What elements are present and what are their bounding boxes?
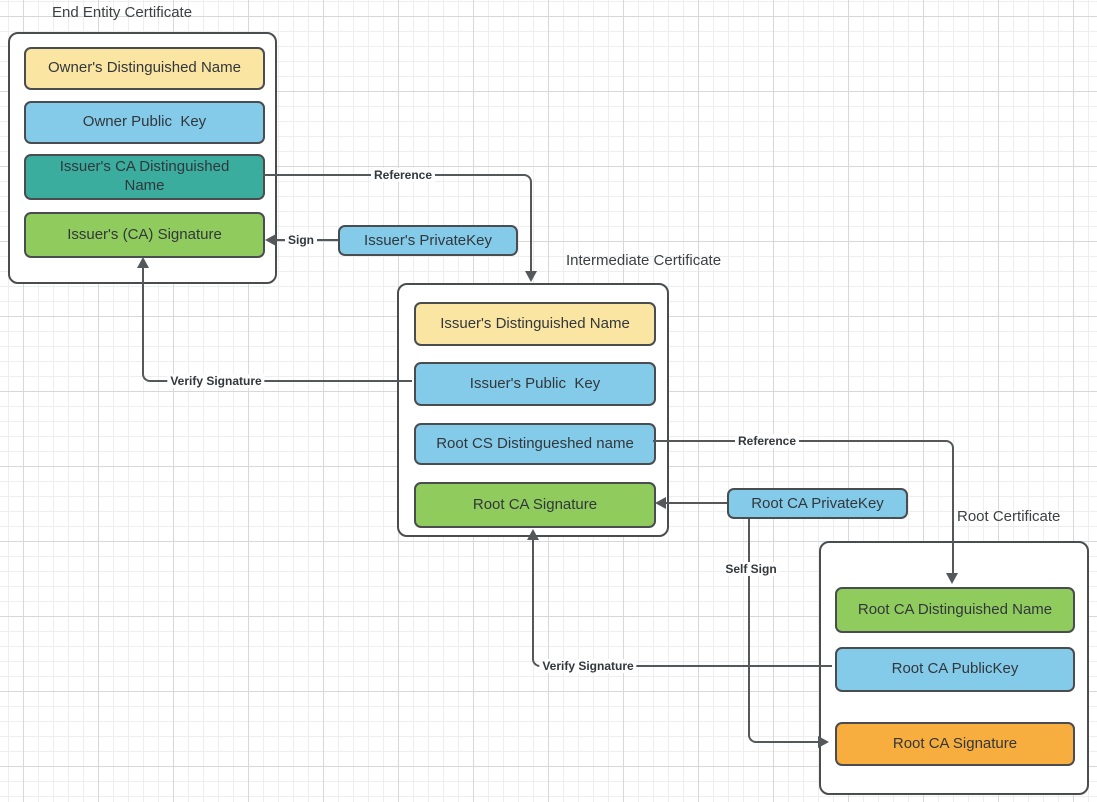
field-owners-distinguished-name[interactable]: Owner's Distinguished Name: [24, 47, 265, 90]
root-certificate-title: Root Certificate: [957, 508, 1061, 525]
edge-label-self-sign: Self Sign: [722, 562, 780, 576]
edge-label-reference-mid: Reference: [734, 434, 800, 448]
field-issuers-public-key[interactable]: Issuer's Public Key: [414, 362, 656, 406]
end-entity-certificate-box[interactable]: Owner's Distinguished Name Owner Public …: [8, 32, 277, 284]
edge-label-reference-top: Reference: [370, 168, 436, 182]
arrowhead-reference-mid: [946, 573, 958, 584]
connector-root-ca-sign[interactable]: [666, 502, 727, 504]
field-issuers-distinguished-name[interactable]: Issuer's Distinguished Name: [414, 302, 656, 346]
root-ca-privatekey-box[interactable]: Root CA PrivateKey: [727, 488, 908, 519]
connector-self-sign[interactable]: [748, 519, 818, 743]
field-owner-public-key[interactable]: Owner Public Key: [24, 101, 265, 144]
arrowhead-sign: [265, 234, 276, 246]
connector-reference-top[interactable]: [263, 174, 532, 277]
issuers-privatekey-box[interactable]: Issuer's PrivateKey: [338, 225, 518, 256]
field-issuers-ca-distinguished-name[interactable]: Issuer's CA Distinguished Name: [24, 154, 265, 200]
field-root-ca-distinguished-name[interactable]: Root CA Distinguished Name: [835, 587, 1075, 633]
field-root-cs-distingueshed-name[interactable]: Root CS Distingueshed name: [414, 423, 656, 465]
field-root-ca-signature-root[interactable]: Root CA Signature: [835, 722, 1075, 766]
edge-label-verify-signature-bottom: Verify Signature: [539, 659, 637, 673]
end-entity-certificate-title: End Entity Certificate: [52, 4, 193, 21]
field-root-ca-publickey[interactable]: Root CA PublicKey: [835, 647, 1075, 692]
field-issuers-ca-signature[interactable]: Issuer's (CA) Signature: [24, 212, 265, 258]
field-root-ca-signature-intermediate[interactable]: Root CA Signature: [414, 482, 656, 528]
connector-verify-signature-left[interactable]: [142, 268, 412, 382]
intermediate-certificate-box[interactable]: Issuer's Distinguished Name Issuer's Pub…: [397, 283, 669, 537]
connector-verify-signature-bottom[interactable]: [532, 540, 832, 667]
arrowhead-verify-signature-bottom: [527, 529, 539, 540]
connector-reference-mid[interactable]: [653, 440, 954, 574]
arrowhead-verify-signature-left: [137, 257, 149, 268]
arrowhead-reference-top: [525, 271, 537, 282]
arrowhead-self-sign: [818, 736, 829, 748]
edge-label-verify-signature-left: Verify Signature: [167, 374, 265, 388]
intermediate-certificate-title: Intermediate Certificate: [566, 252, 722, 269]
arrowhead-root-ca-sign: [655, 497, 666, 509]
edge-label-sign: Sign: [285, 233, 317, 247]
